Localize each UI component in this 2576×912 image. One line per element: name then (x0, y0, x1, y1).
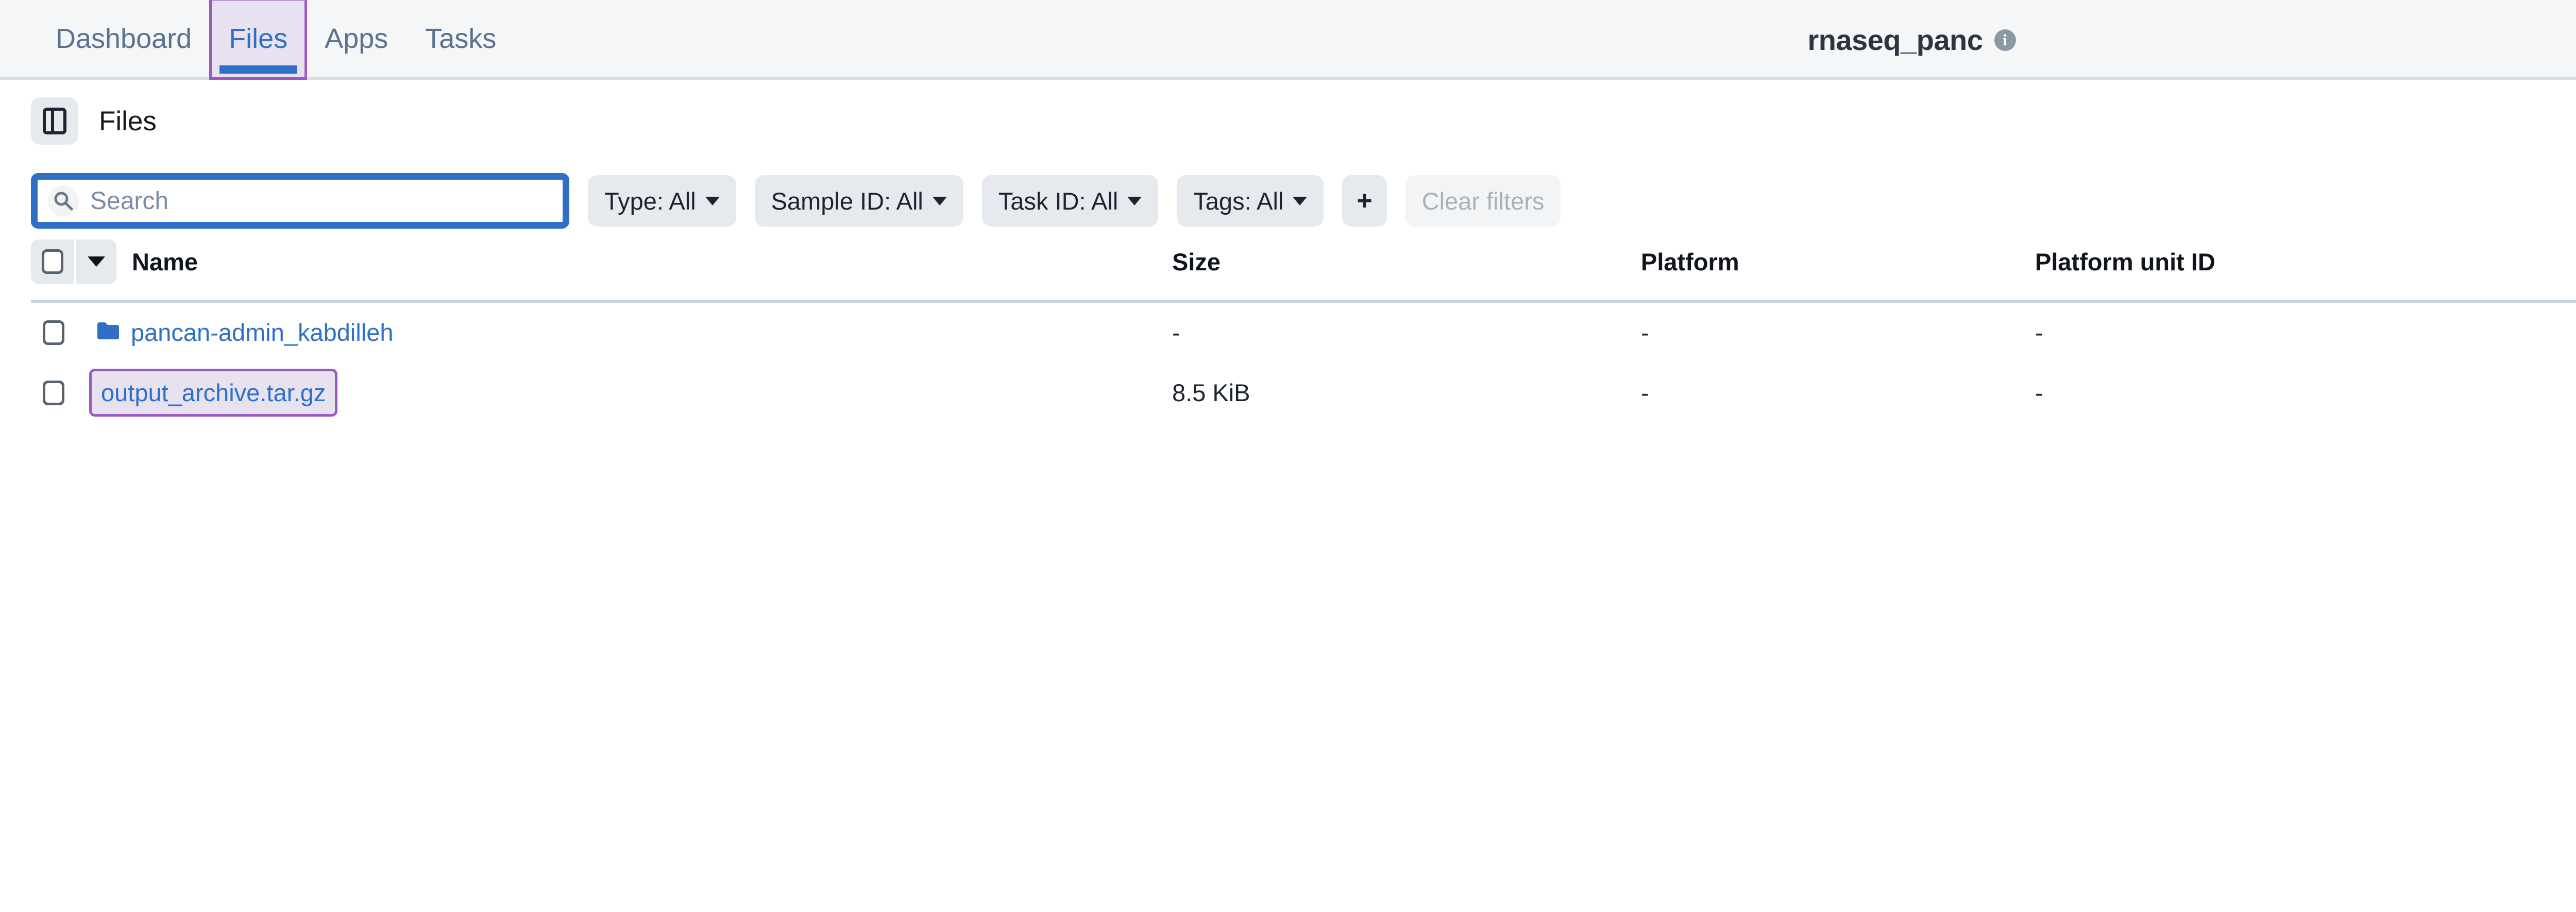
filter-chip-tags-label: Tags: All (1193, 187, 1284, 215)
info-icon[interactable]: i (1994, 29, 2016, 51)
filter-chip-task-id-label: Task ID: All (998, 187, 1118, 215)
cell-name: pancan-admin_kabdilleh (31, 302, 1172, 363)
top-navigation-bar: Dashboard Files Apps Tasks rnaseq_panc i… (0, 0, 2576, 80)
cell-platform: - (1641, 319, 1649, 347)
cell-size: 8.5 KiB (1172, 379, 1250, 406)
nav-tab-tasks[interactable]: Tasks (406, 0, 515, 79)
files-subheader: Files New folder + Add files ••• (0, 80, 2576, 162)
column-header-platform-unit-id-label: Platform unit ID (2035, 248, 2215, 276)
column-header-size[interactable]: Size (1172, 239, 1641, 303)
page-title: rnaseq_panc (1807, 24, 1984, 56)
nav-tab-tasks-label: Tasks (425, 23, 497, 54)
plus-icon: + (1357, 186, 1372, 216)
filter-chip-sample-id[interactable]: Sample ID: All (754, 175, 963, 227)
nav-tab-files-label: Files (229, 23, 288, 54)
select-all-dropdown[interactable] (76, 239, 116, 284)
chevron-down-icon (932, 196, 947, 205)
row-select-checkbox[interactable] (43, 320, 64, 345)
cell-platform: - (1641, 379, 1649, 406)
row-checkbox-cell[interactable] (31, 380, 76, 405)
column-header-platform[interactable]: Platform (1641, 239, 2035, 303)
chevron-down-icon (88, 256, 105, 267)
table-row[interactable]: output_archive.tar.gz 8.5 KiB - - - - (31, 363, 2576, 423)
cell-platform-unit-id: - (2035, 319, 2043, 347)
column-header-platform-label: Platform (1641, 248, 1739, 276)
sidebar-panel-icon[interactable] (31, 97, 78, 145)
folder-icon (97, 318, 120, 347)
files-table-body: pancan-admin_kabdilleh - - - - - (31, 302, 2576, 423)
primary-nav: Dashboard Files Apps Tasks (0, 0, 515, 80)
filter-chip-sample-id-label: Sample ID: All (771, 187, 923, 215)
cell-name: output_archive.tar.gz (31, 363, 1172, 423)
files-heading: Files (99, 106, 157, 136)
file-name-link[interactable]: pancan-admin_kabdilleh (131, 319, 394, 347)
row-checkbox-cell[interactable] (31, 320, 76, 345)
nav-tab-dashboard[interactable]: Dashboard (37, 0, 210, 79)
files-table-head: Name Size Platform Platform unit ID Spec… (31, 239, 2576, 303)
chevron-down-icon (1127, 196, 1142, 205)
select-all-group (31, 239, 116, 284)
filter-chip-type-label: Type: All (604, 187, 696, 215)
files-table: Name Size Platform Platform unit ID Spec… (31, 239, 2576, 423)
file-name-link[interactable]: output_archive.tar.gz (101, 379, 326, 406)
column-header-name-label: Name (132, 248, 198, 276)
file-name-group[interactable]: pancan-admin_kabdilleh (92, 315, 399, 350)
table-row[interactable]: pancan-admin_kabdilleh - - - - - (31, 302, 2576, 363)
clear-filters-button[interactable]: Clear filters (1405, 175, 1561, 227)
chevron-down-icon (705, 196, 720, 205)
file-name-group[interactable]: output_archive.tar.gz (89, 369, 338, 417)
select-all-checkbox[interactable] (42, 249, 63, 274)
files-table-container: Name Size Platform Platform unit ID Spec… (0, 239, 2576, 423)
search-icon (48, 185, 79, 216)
cell-platform-unit-id: - (2035, 379, 2043, 406)
filter-toolbar: Type: All Sample ID: All Task ID: All Ta… (0, 162, 2576, 239)
filter-chip-type[interactable]: Type: All (588, 175, 736, 227)
cell-size: - (1172, 319, 1180, 347)
clear-filters-label: Clear filters (1421, 187, 1545, 215)
select-all-checkbox-cell[interactable] (31, 239, 76, 284)
search-field-wrapper[interactable] (31, 173, 569, 229)
nav-tab-files[interactable]: Files (209, 0, 308, 80)
filter-chip-tags[interactable]: Tags: All (1177, 175, 1324, 227)
table-header-row: Name Size Platform Platform unit ID Spec… (31, 239, 2576, 303)
row-select-checkbox[interactable] (43, 380, 64, 405)
nav-tab-dashboard-label: Dashboard (56, 23, 192, 54)
search-input[interactable] (79, 186, 552, 216)
column-header-size-label: Size (1172, 248, 1221, 276)
column-header-name[interactable]: Name (31, 239, 1172, 303)
add-filter-button[interactable]: + (1342, 175, 1387, 227)
nav-tab-apps-label: Apps (325, 23, 388, 54)
chevron-down-icon (1293, 196, 1308, 205)
filter-chip-task-id[interactable]: Task ID: All (981, 175, 1159, 227)
column-header-platform-unit-id[interactable]: Platform unit ID (2035, 239, 2576, 303)
nav-tab-apps[interactable]: Apps (306, 0, 406, 79)
